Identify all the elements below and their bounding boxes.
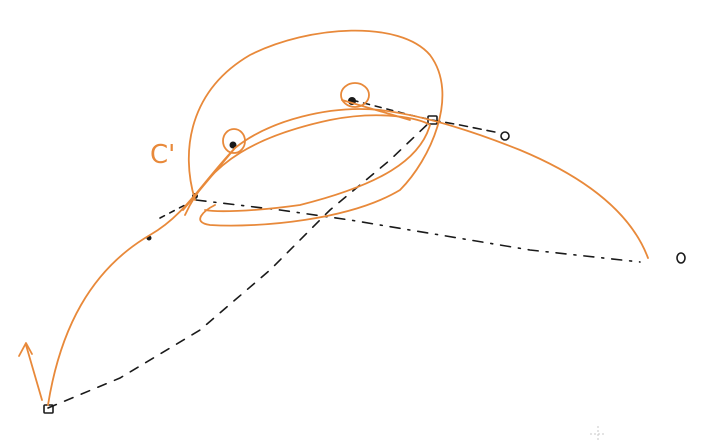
control-polygon-dashed (47, 99, 641, 409)
dashed-line-peak-to-right (431, 119, 501, 134)
control-point-far-right (676, 252, 686, 264)
crosshair-cursor-icon (590, 426, 606, 442)
control-points (43, 97, 686, 414)
circle-around-middle-point (222, 128, 246, 154)
orange-annotations: C' (18, 29, 649, 406)
curve-label: C' (150, 140, 175, 170)
dashed-line-left-to-peak (47, 119, 433, 409)
orange-segment-top (341, 99, 411, 121)
orange-curve-main (47, 108, 649, 406)
control-point-middle (229, 141, 237, 149)
dashed-line-small-left (159, 204, 186, 219)
orange-segment-left (182, 147, 236, 211)
inner-loop-stroke (184, 114, 431, 216)
arrow-shaft (25, 344, 43, 401)
control-point-right-small (500, 131, 510, 141)
circle-around-top-point (340, 82, 370, 108)
outer-loop-stroke (187, 29, 444, 227)
dashed-line-center-to-right (195, 199, 641, 263)
arrow-icon (18, 342, 33, 357)
